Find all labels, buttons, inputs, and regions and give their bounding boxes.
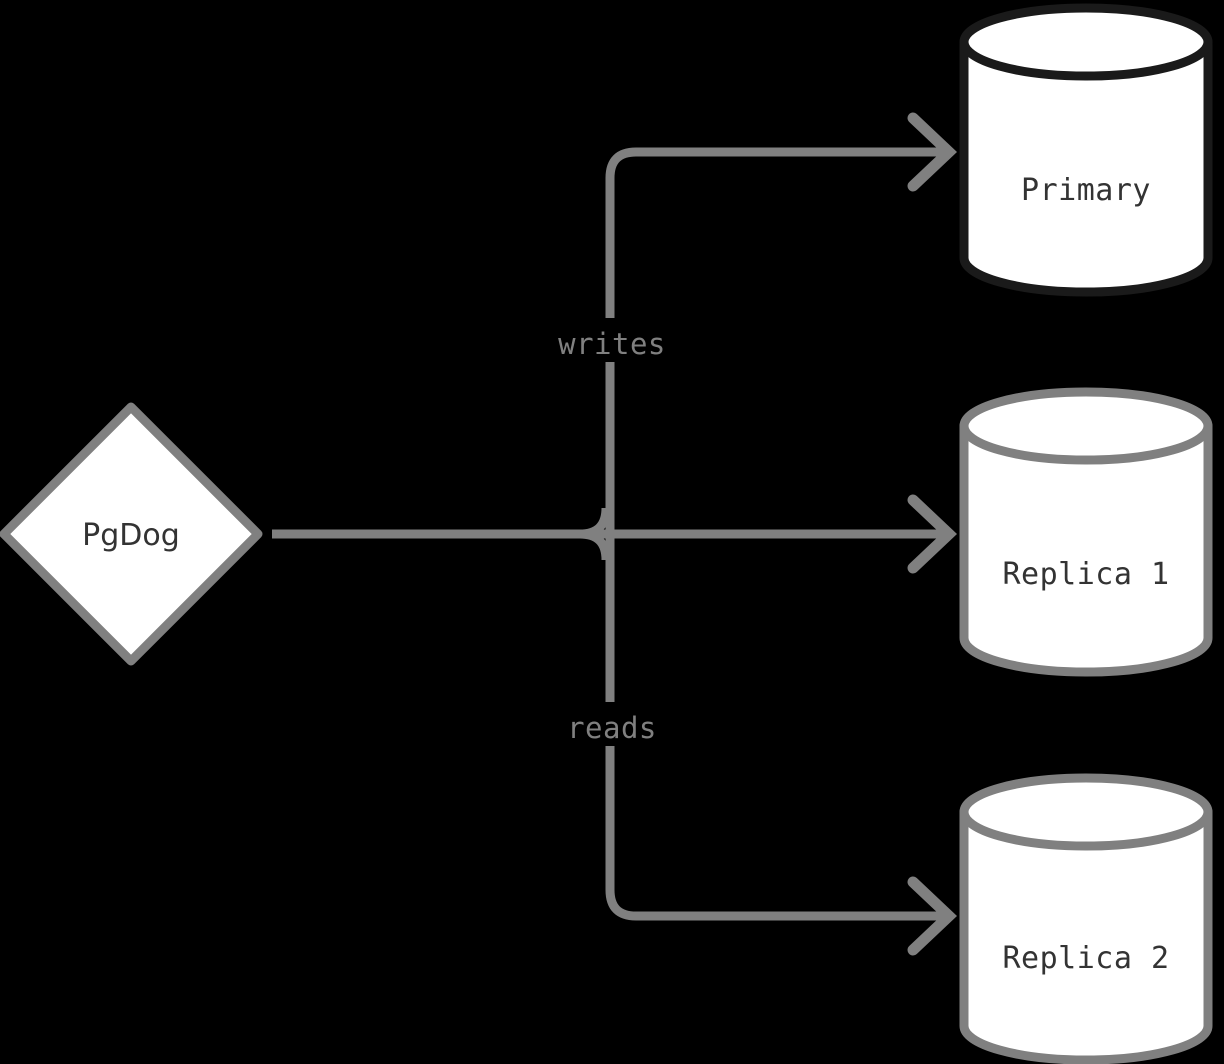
replica-2-cylinder-top[interactable] xyxy=(959,773,1213,851)
edge-reads-line xyxy=(605,534,952,921)
node-replica-1[interactable]: Replica 1 xyxy=(959,387,1213,677)
replica-1-cylinder-top[interactable] xyxy=(959,387,1213,465)
replica-2-label: Replica 2 xyxy=(1002,941,1169,976)
primary-label: Primary xyxy=(1021,173,1151,208)
replica-2-cylinder-body[interactable] xyxy=(959,807,1213,1064)
writes-label-backdrop xyxy=(540,318,686,362)
arrowhead-replica-1-icon xyxy=(907,494,958,574)
replica-1-label: Replica 1 xyxy=(1002,557,1169,592)
edges-layer xyxy=(272,112,958,956)
edge-label-writes: writes xyxy=(558,327,666,361)
node-pgdog[interactable]: PgDog xyxy=(0,402,263,666)
node-replica-2[interactable]: Replica 2 xyxy=(959,773,1213,1064)
node-primary[interactable]: Primary xyxy=(959,3,1213,297)
edge-writes-line xyxy=(605,147,952,534)
arrowhead-replica-2-icon xyxy=(907,876,958,956)
primary-cylinder-top[interactable] xyxy=(959,3,1213,81)
pgdog-diamond-shape[interactable] xyxy=(0,402,263,666)
edge-labels-layer: writes reads xyxy=(540,318,686,746)
replica-1-cylinder-body[interactable] xyxy=(959,421,1213,677)
reads-label-backdrop xyxy=(548,702,678,746)
pgdog-label: PgDog xyxy=(82,518,180,553)
edge-branch-fillet-bottom xyxy=(579,529,611,561)
primary-cylinder-body[interactable] xyxy=(959,37,1213,297)
edge-label-reads: reads xyxy=(567,711,657,745)
arrowhead-primary-icon xyxy=(907,112,958,192)
